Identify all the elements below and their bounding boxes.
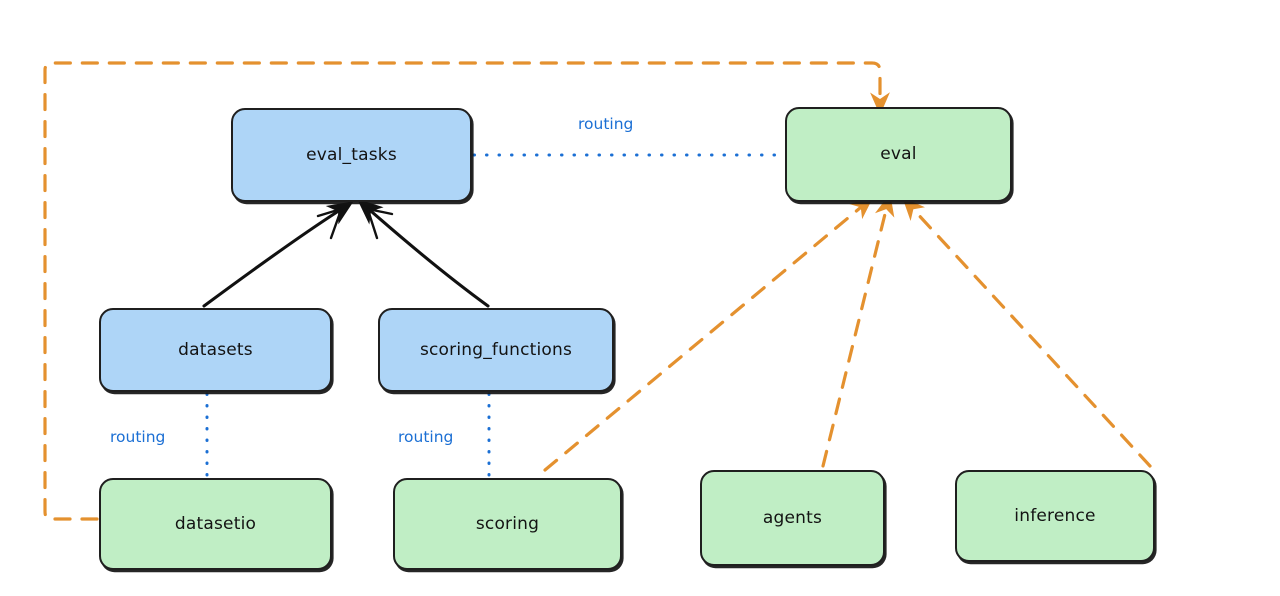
node-scoring-functions-label: scoring_functions [419,339,573,360]
edge-scoring-to-eval [543,196,874,472]
node-scoring[interactable]: scoring [393,478,622,570]
node-eval-tasks-label: eval_tasks [306,144,397,165]
node-eval-tasks[interactable]: eval_tasks [231,108,472,202]
node-inference-label: inference [1014,505,1096,526]
edge-label-routing-eval: routing [578,115,634,133]
node-datasetio[interactable]: datasetio [99,478,332,570]
edge-scoring-functions-to-eval-tasks [357,198,490,308]
node-eval[interactable]: eval [785,107,1012,202]
edge-datasets-to-eval-tasks [202,201,354,308]
node-agents[interactable]: agents [700,470,885,566]
node-inference[interactable]: inference [955,470,1155,562]
edge-inference-to-eval [902,197,1152,468]
edge-label-routing-datasets: routing [110,428,166,446]
node-datasets[interactable]: datasets [99,308,332,392]
edge-agents-to-eval [821,193,895,468]
node-eval-label: eval [880,144,917,164]
edge-label-routing-scoring: routing [398,428,454,446]
node-datasetio-label: datasetio [174,513,257,534]
node-agents-label: agents [762,507,823,528]
edge-datasetio-to-eval [43,61,890,521]
node-scoring-functions[interactable]: scoring_functions [378,308,614,392]
node-scoring-label: scoring [475,513,540,534]
node-datasets-label: datasets [178,339,253,360]
